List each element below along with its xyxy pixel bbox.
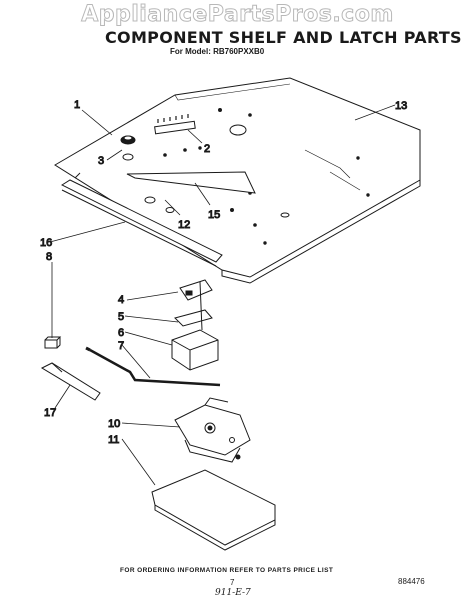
callout-4: 4 (118, 294, 124, 306)
latch-bracket (174, 281, 213, 331)
page-number: 7 (230, 578, 235, 587)
callout-5: 5 (118, 311, 124, 323)
diagram-title: COMPONENT SHELF AND LATCH PARTS (105, 28, 462, 47)
callout-2: 2 (204, 143, 210, 155)
handwritten-note: 911-E-7 (215, 588, 251, 598)
callout-10: 10 (108, 418, 120, 430)
latch-lever (40, 362, 101, 401)
callout-3: 3 (98, 155, 104, 167)
grommet (120, 135, 136, 161)
callout-6: 6 (118, 327, 124, 339)
callout-16: 16 (40, 237, 52, 249)
baffle-plate (126, 171, 256, 194)
latch-switch (179, 279, 213, 301)
callout-8: 8 (46, 251, 52, 263)
callout-7: 7 (118, 340, 124, 352)
callout-17: 17 (44, 407, 56, 419)
model-number: For Model: RB760PXXB0 (170, 47, 265, 56)
bushing (44, 336, 62, 349)
ordering-note: FOR ORDERING INFORMATION REFER TO PARTS … (120, 567, 334, 574)
terminal-block (154, 114, 196, 135)
latch-rod (85, 346, 221, 387)
callout-11: 11 (108, 434, 119, 446)
callout-12: 12 (178, 219, 190, 231)
callout-15: 15 (208, 209, 220, 221)
callout-13: 13 (395, 100, 407, 112)
latch-mechanism (174, 397, 251, 463)
latch-housing (171, 329, 219, 371)
callout-1: 1 (74, 99, 80, 111)
front-rail (60, 172, 223, 267)
watermark: AppliancePartsPros.com (81, 2, 394, 28)
document-number: 884476 (398, 577, 425, 586)
bottom-cover-plate (151, 469, 276, 551)
